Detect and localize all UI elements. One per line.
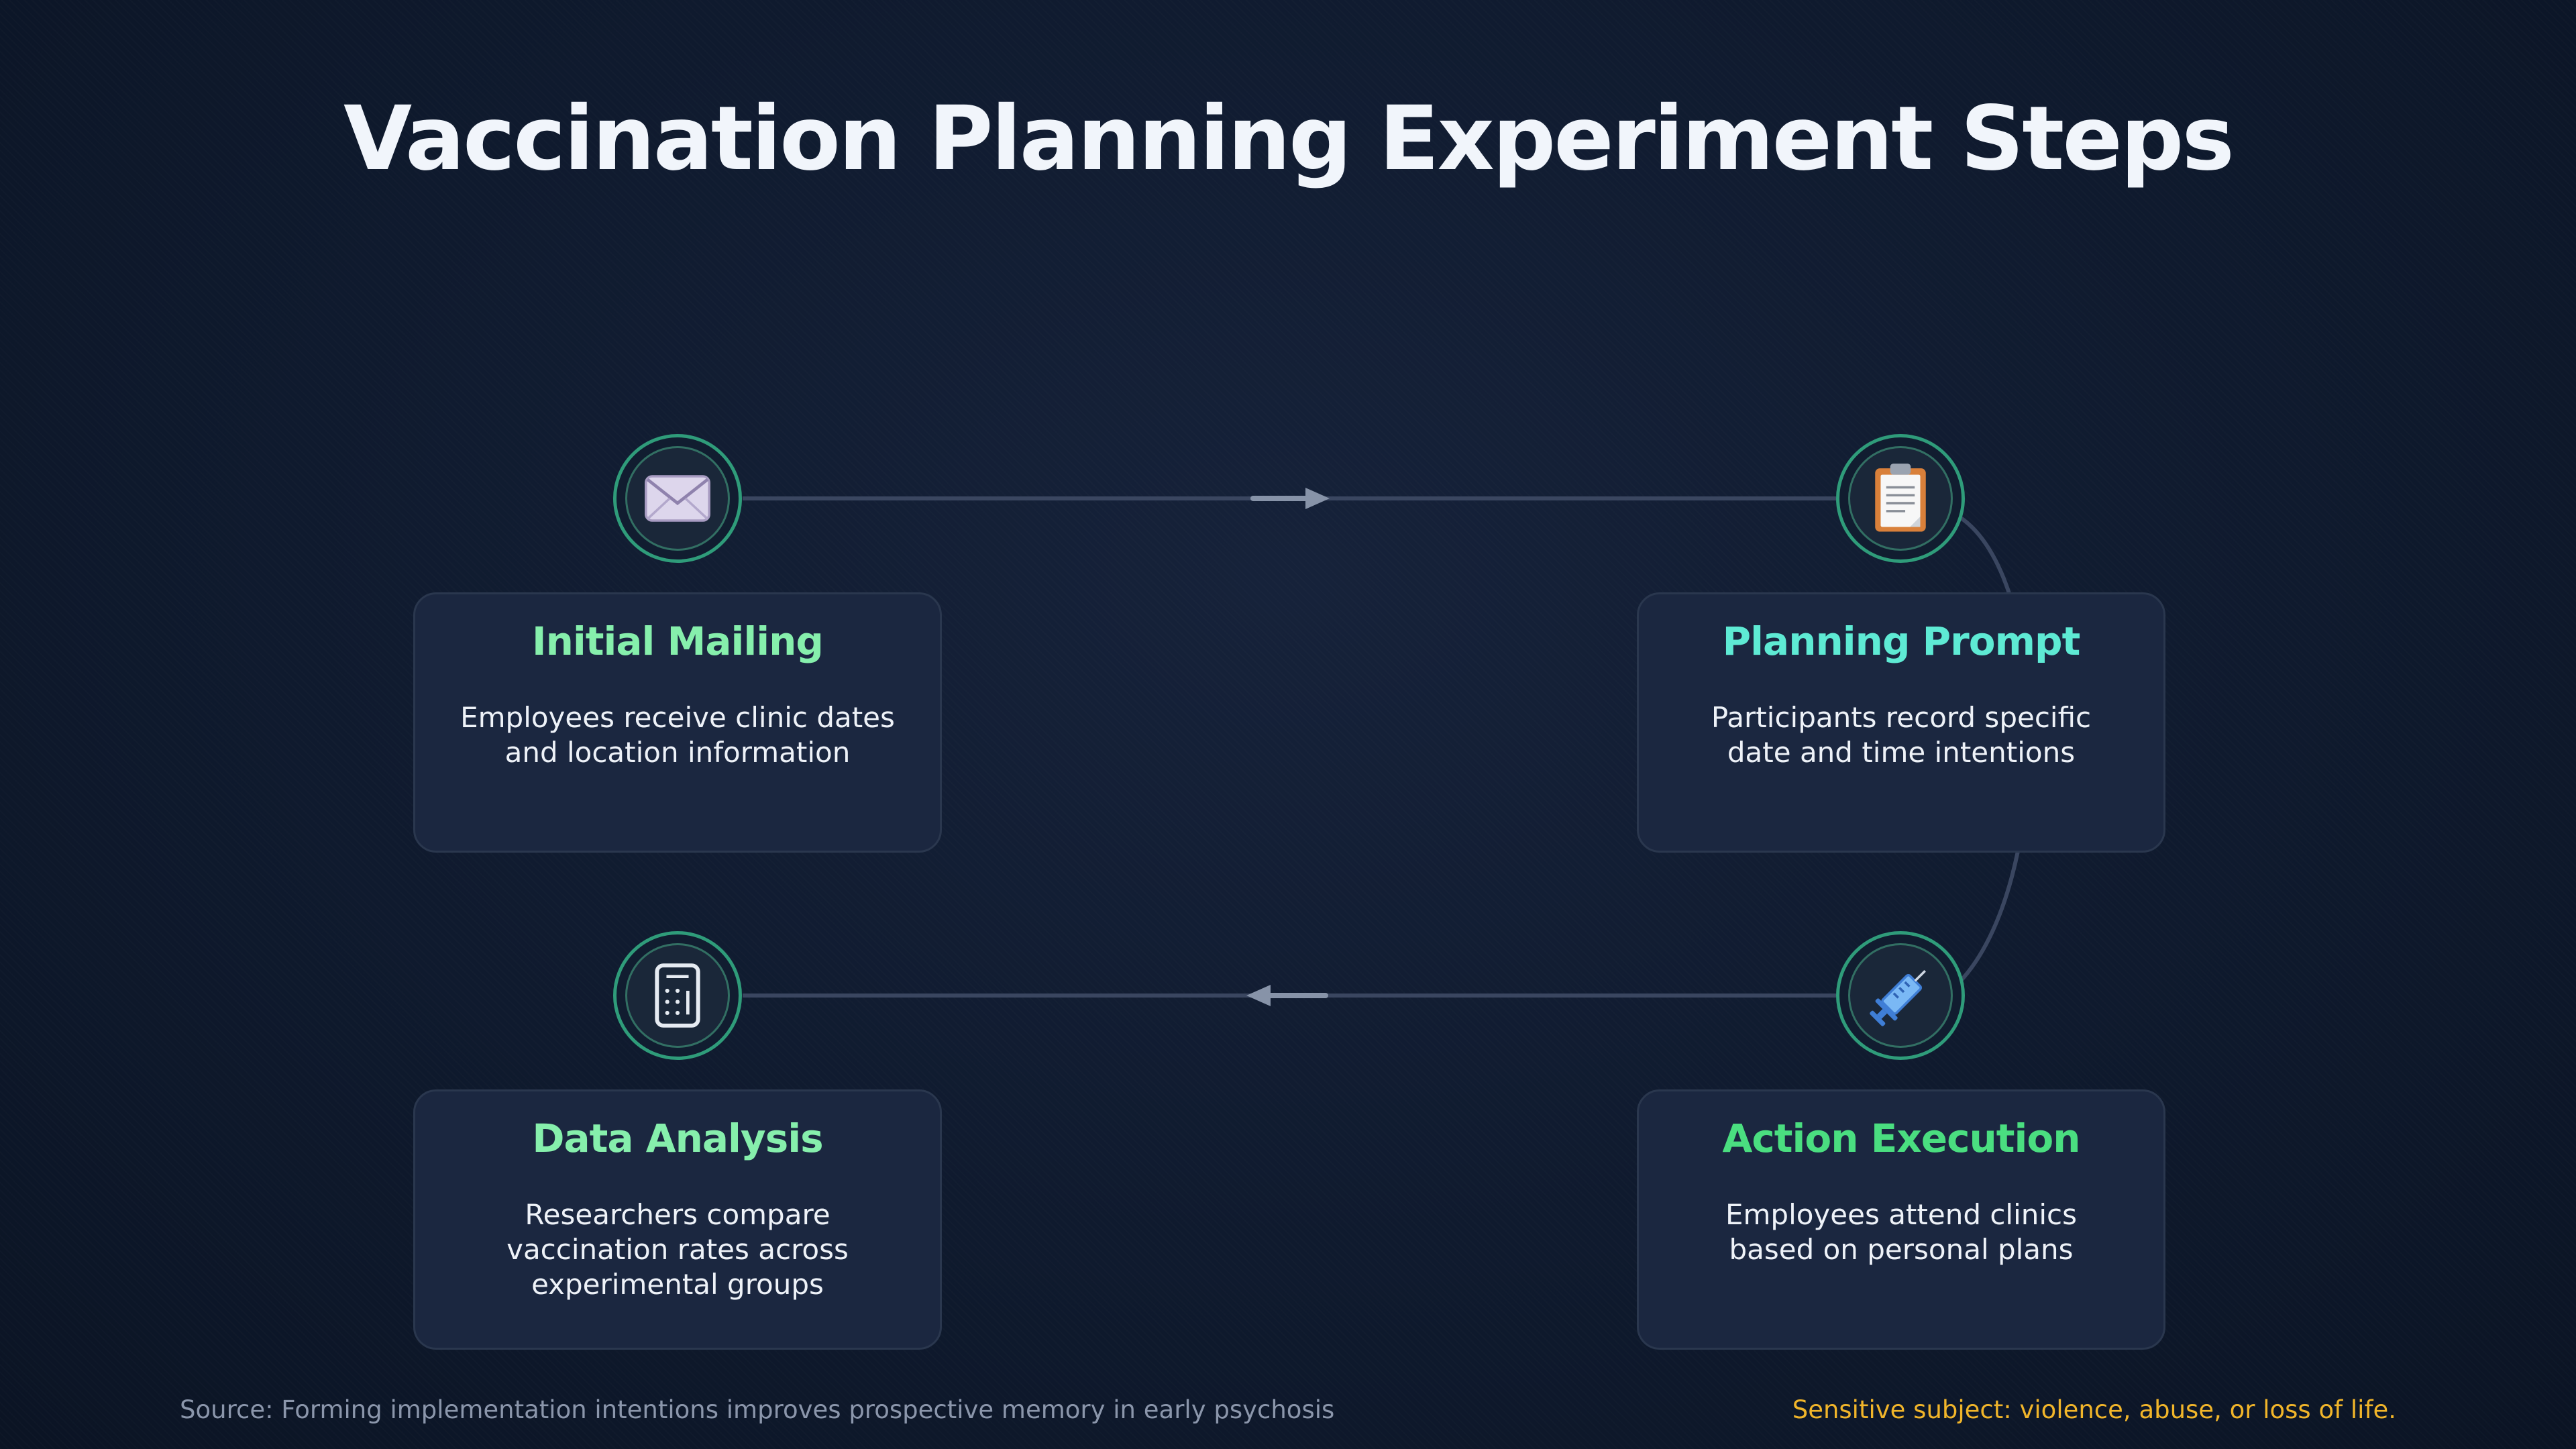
step-description: Participants record specific date and ti… [1711, 701, 2092, 769]
calculator-icon [655, 963, 700, 1028]
step-description: Researchers compare vaccination rates ac… [506, 1198, 849, 1301]
step-title: Data Analysis [532, 1116, 823, 1161]
step-title: Planning Prompt [1722, 619, 2081, 664]
syringe-icon [1870, 970, 1926, 1026]
arrow-right-icon [1250, 488, 1330, 509]
step-card-data-analysis: Data Analysis Researchers compare vaccin… [413, 1089, 942, 1350]
step-description: Employees receive clinic dates and locat… [460, 701, 895, 769]
arrow-left-icon [1246, 985, 1328, 1006]
envelope-icon [645, 475, 710, 522]
step-node-data-analysis [613, 931, 742, 1060]
step-card-action-execution: Action Execution Employees attend clinic… [1637, 1089, 2165, 1350]
step-card-initial-mailing: Initial Mailing Employees receive clinic… [413, 592, 942, 853]
step-title: Initial Mailing [532, 619, 824, 664]
step-node-initial-mailing [613, 434, 742, 563]
step-card-planning-prompt: Planning Prompt Participants record spec… [1637, 592, 2165, 853]
content-warning: Sensitive subject: violence, abuse, or l… [1792, 1395, 2396, 1424]
step-node-planning-prompt [1836, 434, 1965, 563]
page-title: Vaccination Planning Experiment Steps [343, 87, 2235, 191]
clipboard-icon [1875, 464, 1926, 532]
source-citation: Source: Forming implementation intention… [180, 1395, 1335, 1424]
step-description: Employees attend clinics based on person… [1725, 1198, 2078, 1266]
step-title: Action Execution [1722, 1116, 2081, 1161]
step-node-action-execution [1836, 931, 1965, 1060]
